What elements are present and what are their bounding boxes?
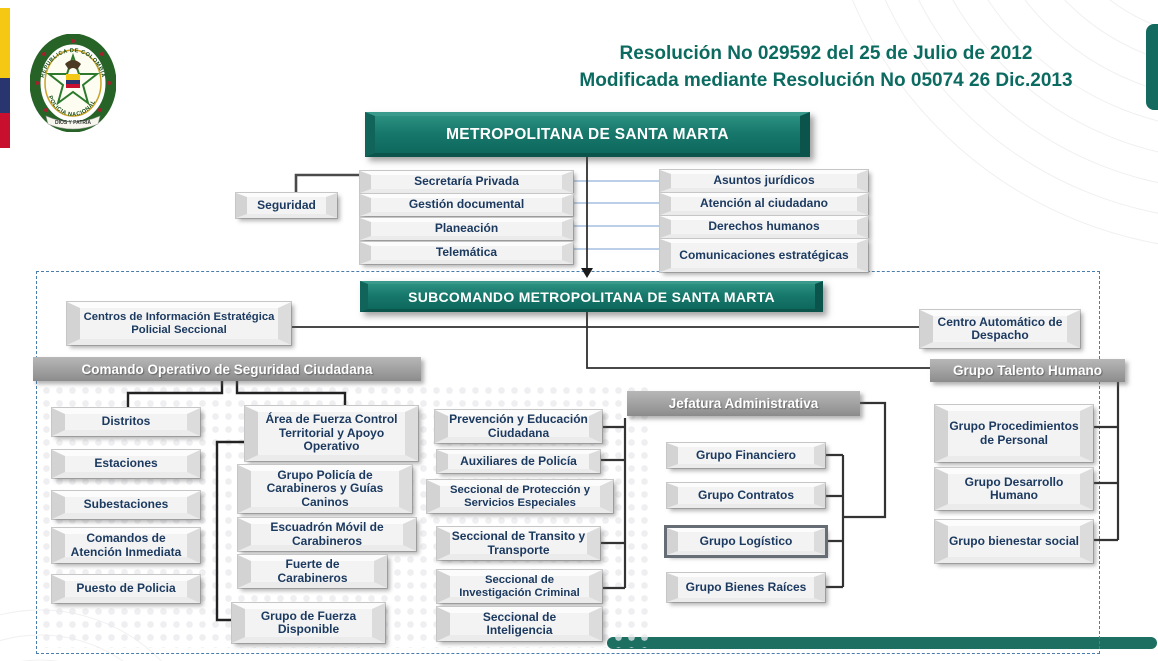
org-box-comunicaciones-estrategicas: Comunicaciones estratégicas	[660, 239, 868, 272]
right-edge-accent-bar	[1146, 24, 1158, 110]
police-crest-logo: REPUBLICA DE COLOMBIA POLICIA NACIONAL D…	[30, 34, 116, 132]
fuerza-bracket	[215, 440, 245, 622]
org-box-seccional-investigacion: Seccional de Investigación Criminal	[437, 570, 602, 603]
org-box-distritos: Distritos	[52, 408, 200, 436]
resolution-line-1: Resolución No 029592 del 25 de Julio de …	[619, 43, 1033, 65]
org-box-estaciones: Estaciones	[52, 450, 200, 478]
flag-stripe-blue	[0, 78, 10, 113]
org-box-telematica: Telemática	[360, 242, 573, 264]
talento-bracket	[1093, 381, 1120, 542]
org-box-grupo-procedimientos-personal: Grupo Procedimientos de Personal	[935, 405, 1093, 462]
org-box-centro-automatico-despacho: Centro Automático de Despacho	[920, 310, 1080, 348]
org-box-metropolitana-root: METROPOLITANA DE SANTA MARTA	[365, 112, 810, 157]
subcomando-talento-connector	[586, 312, 930, 369]
org-box-seguridad: Seguridad	[236, 193, 337, 218]
org-box-prevencion-educacion: Prevención y Educación Ciudadana	[435, 410, 602, 443]
org-bar-comando-operativo: Comando Operativo de Seguridad Ciudadana	[33, 357, 421, 381]
org-box-grupo-logistico: Grupo Logístico	[667, 528, 825, 555]
org-box-centros-informacion: Centros de Información Estratégica Polic…	[67, 302, 291, 345]
org-box-grupo-desarrollo-humano: Grupo Desarrollo Humano	[935, 468, 1093, 510]
org-box-comandos-atencion-inmediata: Comandos de Atención Inmediata	[52, 528, 200, 563]
org-box-gestion-documental: Gestión documental	[360, 194, 573, 216]
org-box-grupo-bienes-raices: Grupo Bienes Raíces	[667, 573, 825, 602]
org-box-seccional-inteligencia: Seccional de Inteligencia	[437, 607, 602, 641]
org-box-asuntos-juridicos: Asuntos jurídicos	[660, 170, 868, 192]
org-bar-jefatura-administrativa: Jefatura Administrativa	[627, 391, 860, 416]
flag-stripe-yellow	[0, 8, 10, 78]
org-box-grupo-fuerza-disponible: Grupo de Fuerza Disponible	[232, 603, 385, 643]
org-bar-grupo-talento-humano: Grupo Talento Humano	[930, 359, 1125, 382]
org-box-derechos-humanos: Derechos humanos	[660, 216, 868, 238]
org-box-grupo-carabineros-guias: Grupo Policía de Carabineros y Guías Can…	[238, 465, 412, 513]
bottom-accent-bar	[607, 637, 1157, 649]
org-box-secretaria-privada: Secretaría Privada	[360, 171, 573, 193]
seccionales-bracket	[600, 418, 627, 590]
arrowhead-down	[581, 268, 593, 278]
seguridad-connector	[294, 173, 360, 193]
org-box-fuerte-carabineros: Fuerte de Carabineros	[238, 555, 387, 588]
org-box-planeacion: Planeación	[360, 218, 573, 240]
org-box-subestaciones: Subestaciones	[52, 491, 200, 519]
dashed-boundary-frame	[36, 271, 1100, 654]
crest-motto-text: DIOS Y PATRIA	[55, 120, 91, 126]
staff-link-lines	[573, 180, 660, 250]
org-box-puesto-de-policia: Puesto de Policia	[52, 575, 200, 603]
resolution-title: Resolución No 029592 del 25 de Julio de …	[520, 36, 1132, 100]
org-box-subcomando: SUBCOMANDO METROPOLITANA DE SANTA MARTA	[360, 281, 823, 312]
org-box-atencion-ciudadano: Atención al ciudadano	[660, 193, 868, 215]
org-box-area-fuerza-control: Área de Fuerza Control Territorial y Apo…	[245, 406, 418, 461]
flag-stripe-red	[0, 113, 10, 148]
org-box-grupo-bienestar-social: Grupo bienestar social	[935, 520, 1093, 563]
org-box-grupo-contratos: Grupo Contratos	[667, 483, 825, 508]
jefatura-bracket	[825, 401, 887, 589]
org-box-seccional-transito: Seccional de Transito y Transporte	[437, 527, 600, 560]
org-box-auxiliares-policia: Auxiliares de Policía	[437, 450, 600, 473]
comando-drop-connectors	[126, 381, 347, 407]
org-box-grupo-financiero: Grupo Financiero	[667, 443, 825, 468]
org-box-escuadron-movil: Escuadrón Móvil de Carabineros	[238, 518, 416, 551]
resolution-line-2: Modificada mediante Resolución No 05074 …	[579, 70, 1073, 91]
org-box-seccional-proteccion: Seccional de Protección y Servicios Espe…	[427, 480, 613, 513]
